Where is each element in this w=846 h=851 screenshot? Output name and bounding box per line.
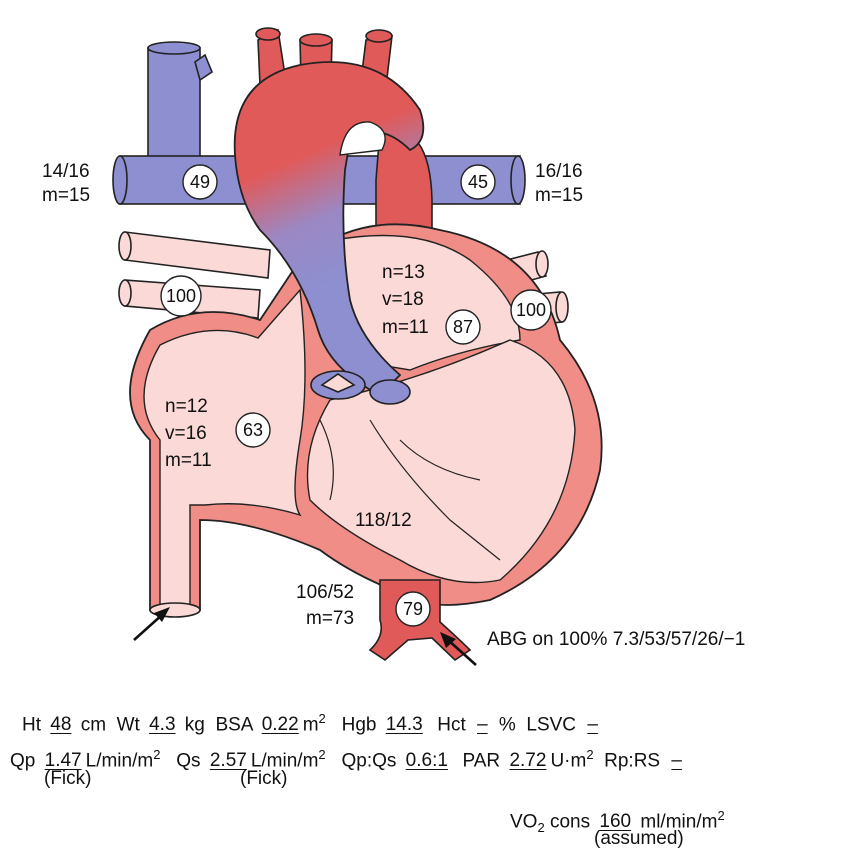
lsvc-label: LSVC	[526, 714, 576, 735]
sat-circle-svc-right: 45	[461, 165, 495, 199]
sat-circle-aorta: 79	[396, 592, 430, 626]
par-unit: U·m	[550, 750, 586, 771]
sat-circle-ra: 63	[236, 413, 270, 447]
svg-text:63: 63	[243, 420, 263, 440]
bsa-value: 0.22	[258, 714, 303, 736]
abg-label: ABG on 100% 7.3/53/57/26/−1	[487, 629, 745, 650]
svg-text:m=11: m=11	[165, 450, 212, 471]
svg-text:n=12: n=12	[165, 396, 208, 417]
hct-value: –	[471, 714, 494, 736]
sat-circle-pv-right: 100	[511, 290, 551, 330]
qp-label: Qp	[10, 750, 35, 771]
vo2-assumed-note: (assumed)	[594, 828, 684, 850]
hct-label: Hct	[437, 714, 466, 735]
par-value: 2.72	[505, 750, 550, 772]
svg-text:100: 100	[516, 300, 546, 320]
vo2-label-cons: cons	[550, 811, 590, 832]
svg-text:79: 79	[403, 599, 423, 619]
qpqs-value: 0.6:1	[402, 750, 452, 772]
svg-text:n=13: n=13	[382, 262, 425, 283]
svg-text:14/16: 14/16	[42, 161, 90, 182]
pressure-aorta: 106/52 m=73	[296, 582, 354, 629]
vo2-label: VO	[510, 811, 537, 832]
pressure-right-atrium: n=12 v=16 m=11	[165, 396, 212, 471]
qpqs-label: Qp:Qs	[341, 750, 396, 771]
pressure-left-svc: 14/16 m=15	[42, 161, 90, 206]
qs-fick-note: (Fick)	[240, 768, 287, 790]
wt-unit: kg	[185, 714, 205, 735]
svg-text:100: 100	[166, 286, 196, 306]
sat-circle-svc-left: 49	[183, 165, 217, 199]
bsa-unit: m	[303, 714, 319, 735]
ht-value: 48	[46, 714, 75, 736]
wt-label: Wt	[117, 714, 140, 735]
hct-unit: %	[499, 714, 516, 735]
svg-text:m=15: m=15	[535, 185, 583, 206]
par-label: PAR	[463, 750, 501, 771]
rprs-label: Rp:RS	[604, 750, 660, 771]
hgb-value: 14.3	[382, 714, 427, 736]
svg-text:106/52: 106/52	[296, 582, 354, 603]
svg-text:m=15: m=15	[42, 185, 90, 206]
svg-text:m=11: m=11	[382, 317, 429, 338]
lsvc-value: –	[581, 714, 604, 736]
svg-text:49: 49	[190, 172, 210, 192]
svg-text:45: 45	[468, 172, 488, 192]
bsa-label: BSA	[215, 714, 252, 735]
svg-text:v=18: v=18	[382, 289, 424, 310]
pressure-right-vessel: 16/16 m=15	[535, 161, 583, 206]
svg-text:87: 87	[453, 317, 473, 337]
qs-label: Qs	[176, 750, 200, 771]
ht-unit: cm	[81, 714, 106, 735]
sat-circle-la: 87	[446, 310, 480, 344]
svg-text:v=16: v=16	[165, 423, 207, 444]
rprs-value: –	[665, 750, 688, 772]
sat-circle-pv-left: 100	[161, 276, 201, 316]
qp-unit: L/min/m	[86, 750, 154, 771]
qp-fick-note: (Fick)	[44, 768, 91, 790]
hgb-label: Hgb	[342, 714, 377, 735]
svg-text:m=73: m=73	[306, 608, 354, 629]
svg-text:16/16: 16/16	[535, 161, 583, 182]
pressure-ventricle: 118/12	[355, 510, 412, 531]
ht-label: Ht	[22, 714, 41, 735]
pressure-left-atrium: n=13 v=18 m=11	[382, 262, 429, 338]
wt-value: 4.3	[145, 714, 179, 736]
